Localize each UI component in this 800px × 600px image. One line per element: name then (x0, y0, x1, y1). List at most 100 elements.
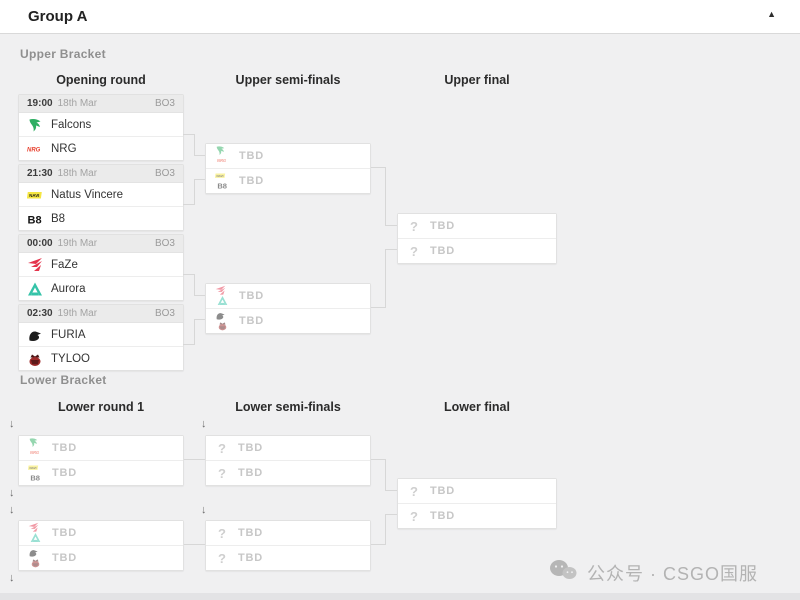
tbd-row[interactable]: ? TBD (398, 214, 556, 238)
team-name: B8 (51, 212, 66, 225)
connector-line (184, 459, 205, 460)
connector-line (385, 249, 397, 250)
column-header-lower-round-1: Lower round 1 (57, 400, 145, 414)
tbd-row[interactable]: NRG TBD (206, 144, 370, 168)
lower-round1-card-2[interactable]: TBD TBD (18, 520, 184, 571)
tyloo-logo-icon (27, 351, 43, 367)
connector-line (183, 134, 194, 135)
match-time: 00:00 (27, 238, 53, 249)
match-time: 19:00 (27, 98, 53, 109)
aurora-logo-icon (27, 281, 43, 297)
connector-line (371, 459, 385, 460)
team-row-nrg[interactable]: NRG NRG (19, 136, 183, 160)
tbd-row[interactable]: ? TBD (206, 545, 370, 570)
drop-down-arrow-icon: ↓ (9, 418, 15, 430)
tbd-label: TBD (52, 442, 78, 454)
falcons-nrg-pair-icon: NRG (27, 437, 44, 459)
column-header-opening-round: Opening round (56, 73, 146, 87)
match-date: 19th Mar (57, 238, 98, 249)
drop-down-arrow-icon: ↓ (201, 418, 207, 430)
tbd-row[interactable]: TBD (206, 284, 370, 308)
tbd-row[interactable]: ? TBD (398, 503, 556, 528)
wechat-bubbles-icon (548, 558, 578, 587)
team-row-tyloo[interactable]: TYLOO (19, 346, 183, 370)
connector-line (385, 249, 386, 308)
match-card-furia-tyloo[interactable]: 02:30 19th Mar BO3 FURIA TYLOO (18, 304, 184, 371)
column-header-lower-semi-finals: Lower semi-finals (235, 400, 341, 414)
falcons-nrg-pair-icon: NRG (214, 145, 231, 167)
tbd-label: TBD (430, 220, 456, 232)
group-header[interactable]: Group A ▲ (0, 0, 800, 34)
match-format: BO3 (154, 98, 175, 109)
connector-line (183, 204, 194, 205)
lower-semifinal-2-card[interactable]: ? TBD ? TBD (205, 520, 371, 571)
connector-line (194, 179, 195, 205)
team-name: FURIA (51, 328, 86, 341)
tbd-row[interactable]: NRG TBD (19, 436, 183, 460)
unknown-team-icon: ? (410, 508, 418, 524)
team-row-falcons[interactable]: Falcons (19, 113, 183, 136)
unknown-team-icon: ? (410, 483, 418, 499)
collapse-chevron-icon[interactable]: ▲ (767, 9, 776, 19)
faze-aurora-pair-icon (214, 285, 231, 307)
team-row-aurora[interactable]: Aurora (19, 276, 183, 300)
team-row-b8[interactable]: B8 B8 (19, 206, 183, 230)
upper-final-card[interactable]: ? TBD ? TBD (397, 213, 557, 264)
lower-final-card[interactable]: ? TBD ? TBD (397, 478, 557, 529)
natus-vincere-logo-icon: NAVI (27, 187, 43, 203)
tbd-label: TBD (430, 245, 456, 257)
tbd-label: TBD (430, 510, 456, 522)
tbd-row[interactable]: TBD (19, 521, 183, 545)
tbd-row[interactable]: ? TBD (398, 238, 556, 263)
page-bottom-edge (0, 593, 800, 600)
lower-semifinal-1-card[interactable]: ? TBD ? TBD (205, 435, 371, 486)
watermark: 公众号 · CSGO国服 (548, 558, 758, 587)
tbd-label: TBD (239, 150, 265, 162)
match-card-navi-b8[interactable]: 21:30 18th Mar BO3 NAVI Natus Vincere B8… (18, 164, 184, 231)
tbd-row[interactable]: ? TBD (206, 521, 370, 545)
team-name: TYLOO (51, 352, 90, 365)
upper-semifinal-2-card[interactable]: TBD TBD (205, 283, 371, 334)
tbd-row[interactable]: TBD (19, 545, 183, 570)
connector-line (194, 155, 205, 156)
match-card-faze-aurora[interactable]: 00:00 19th Mar BO3 FaZe Aurora (18, 234, 184, 301)
svg-text:NAVI: NAVI (30, 466, 37, 470)
team-row-faze[interactable]: FaZe (19, 253, 183, 276)
tbd-label: TBD (239, 315, 265, 327)
connector-line (371, 167, 385, 168)
tbd-label: TBD (238, 527, 264, 539)
team-row-furia[interactable]: FURIA (19, 323, 183, 346)
svg-text:NAVI: NAVI (29, 193, 39, 198)
tbd-label: TBD (238, 442, 264, 454)
match-date: 18th Mar (57, 98, 98, 109)
svg-text:B8: B8 (28, 214, 42, 226)
svg-text:NRG: NRG (30, 450, 40, 455)
connector-line (184, 544, 205, 545)
team-name: FaZe (51, 258, 78, 271)
tbd-row[interactable]: ? TBD (206, 436, 370, 460)
furia-tyloo-pair-icon (214, 310, 231, 332)
match-card-falcons-nrg[interactable]: 19:00 18th Mar BO3 Falcons NRG NRG (18, 94, 184, 161)
connector-line (183, 274, 194, 275)
connector-line (194, 134, 195, 155)
lower-bracket-label: Lower Bracket (20, 373, 107, 387)
connector-line (194, 274, 195, 296)
faze-logo-icon (27, 257, 43, 273)
tbd-row[interactable]: ? TBD (398, 479, 556, 503)
tbd-row[interactable]: ? TBD (206, 460, 370, 485)
tbd-label: TBD (52, 552, 78, 564)
match-header: 19:00 18th Mar BO3 (19, 95, 183, 113)
tbd-row[interactable]: TBD (206, 308, 370, 333)
connector-line (194, 295, 205, 296)
match-header: 21:30 18th Mar BO3 (19, 165, 183, 183)
team-row-navi[interactable]: NAVI Natus Vincere (19, 183, 183, 206)
unknown-team-icon: ? (218, 465, 226, 481)
unknown-team-icon: ? (218, 525, 226, 541)
svg-text:B8: B8 (217, 182, 227, 191)
drop-down-arrow-icon: ↓ (201, 504, 207, 516)
match-header: 00:00 19th Mar BO3 (19, 235, 183, 253)
